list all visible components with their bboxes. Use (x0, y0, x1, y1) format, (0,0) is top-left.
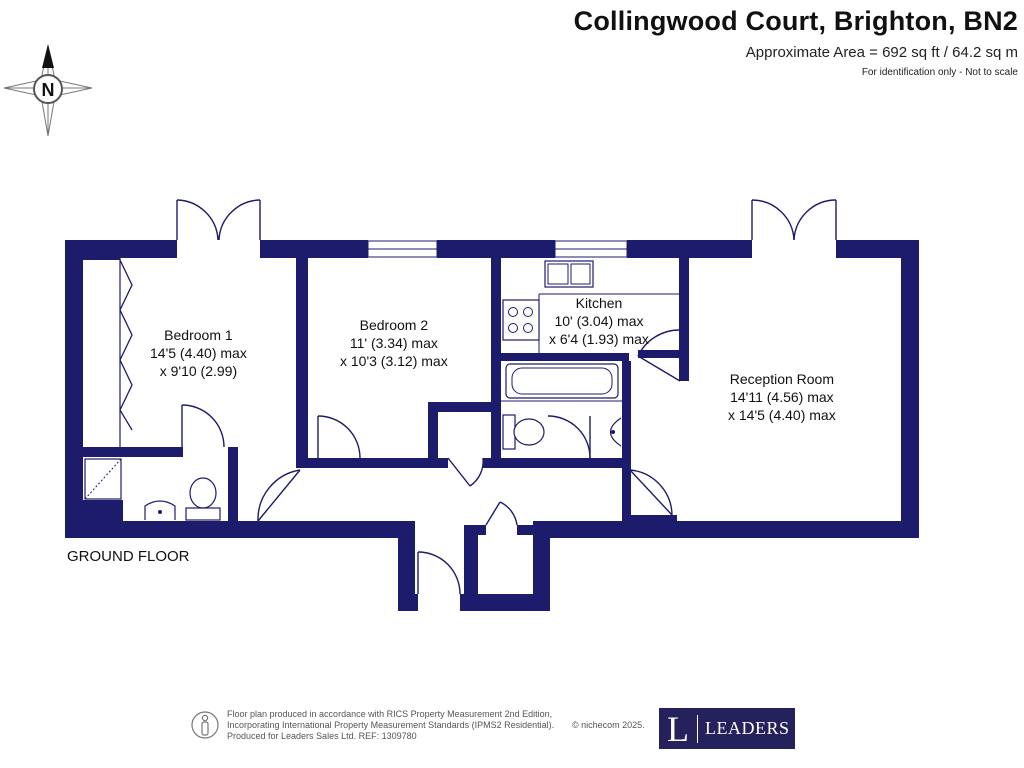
room-dimension: 11' (3.34) max (349, 335, 438, 351)
footer-line: Floor plan produced in accordance with R… (227, 709, 553, 719)
floor-label: GROUND FLOOR (67, 548, 190, 565)
room-name: Bedroom 1 (164, 327, 233, 343)
room-dimension: x 10'3 (3.12) max (340, 353, 448, 369)
leaders-logo: L LEADERS (659, 708, 795, 749)
approximate-area: Approximate Area = 692 sq ft / 64.2 sq m (745, 44, 1018, 61)
room-reception: Reception Room 14'11 (4.56) max x 14'5 (… (728, 370, 836, 424)
room-dimension: x 9'10 (2.99) (159, 363, 238, 379)
compass-label: N (42, 80, 55, 100)
room-dimension: 14'5 (4.40) max (150, 345, 247, 361)
footer-line: Produced for Leaders Sales Ltd. REF: 130… (227, 731, 417, 741)
room-bedroom-1: Bedroom 1 14'5 (4.40) max x 9'10 (2.99) (150, 326, 247, 380)
room-dimension: x 6'4 (1.93) max (549, 331, 649, 347)
logo-divider (697, 714, 698, 743)
room-dimension: x 14'5 (4.40) max (728, 407, 836, 423)
walls (65, 240, 919, 611)
logo-name: LEADERS (705, 718, 790, 738)
room-name: Kitchen (575, 295, 623, 311)
footer-line: Incorporating International Property Mea… (227, 720, 555, 730)
person-icon (191, 711, 219, 739)
logo-letter: L (667, 708, 689, 749)
compass-icon: N (3, 44, 93, 137)
footer-text: Floor plan produced in accordance with R… (227, 709, 554, 742)
disclaimer-note: For identification only - Not to scale (861, 67, 1018, 78)
room-name: Bedroom 2 (359, 317, 429, 333)
property-title: Collingwood Court, Brighton, BN2 (573, 6, 1018, 36)
room-name: Reception Room (729, 371, 834, 387)
room-dimension: 14'11 (4.56) max (730, 389, 834, 405)
room-bedroom-2: Bedroom 2 11' (3.34) max x 10'3 (3.12) m… (340, 316, 448, 370)
room-kitchen: Kitchen 10' (3.04) max x 6'4 (1.93) max (549, 294, 649, 348)
copyright: © nichecom 2025. (572, 720, 645, 730)
room-dimension: 10' (3.04) max (554, 313, 644, 329)
